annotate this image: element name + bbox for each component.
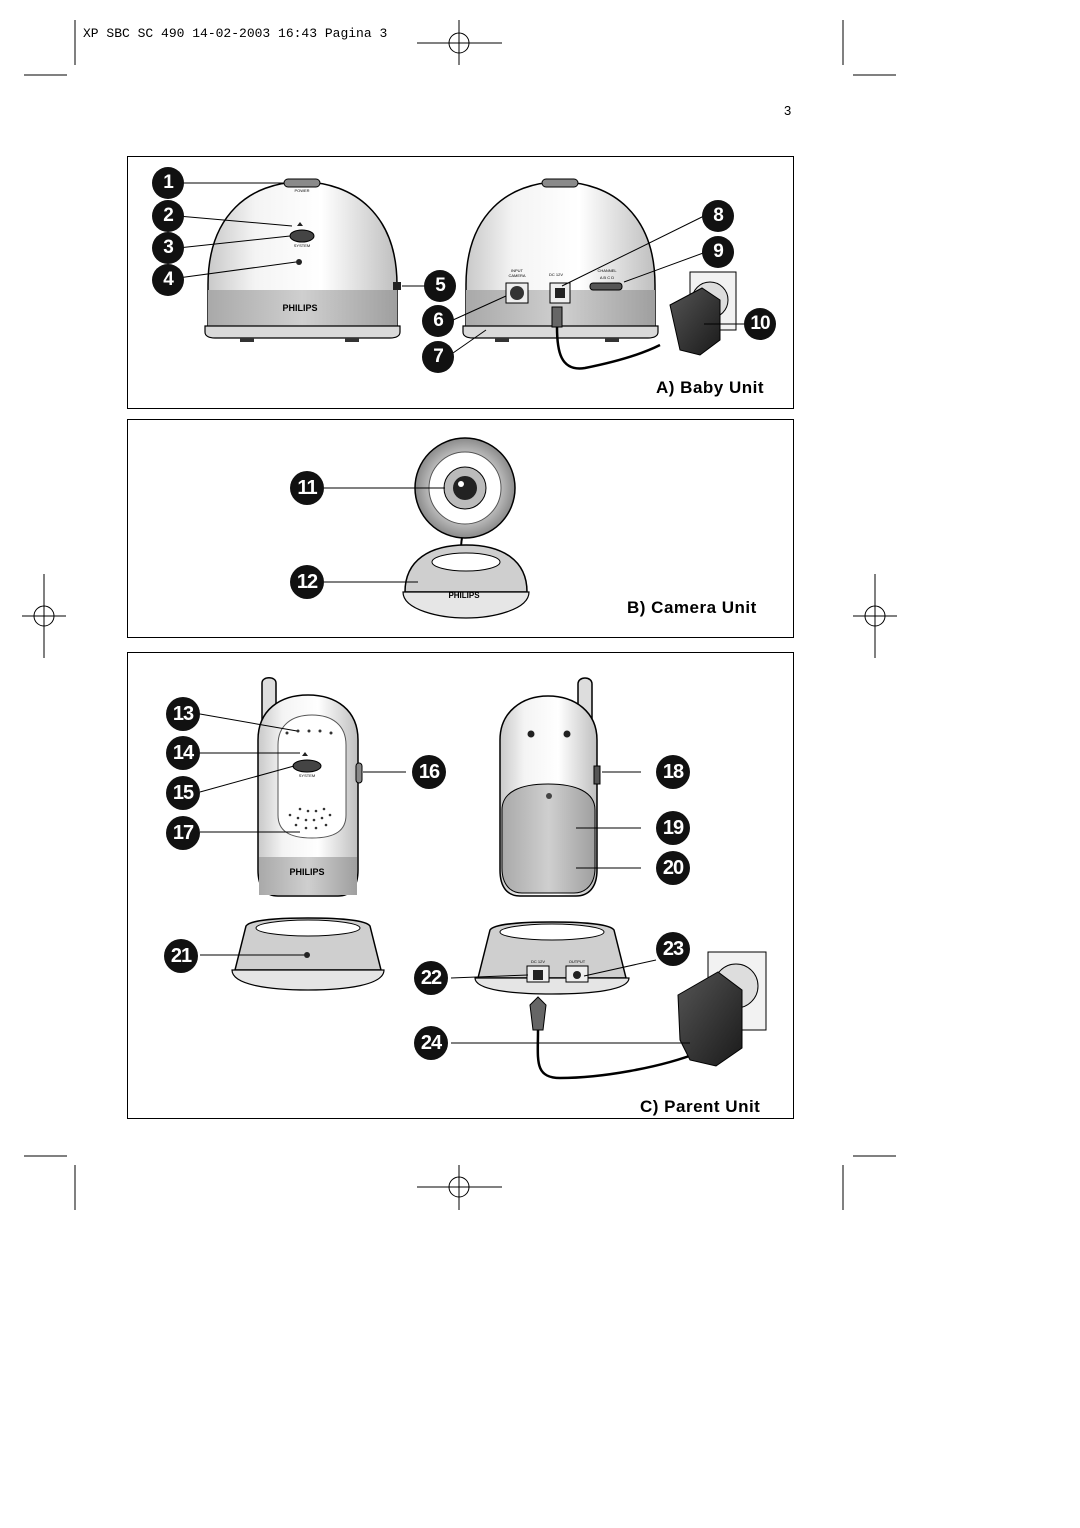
baby-unit-channel-letters: A B C D xyxy=(600,275,614,280)
callout-1: 1 xyxy=(152,167,184,199)
callout-11: 11 xyxy=(290,471,324,505)
registration-mark-left xyxy=(22,574,66,658)
baby-unit-camera-label: CAMERA xyxy=(508,273,525,278)
callout-22: 22 xyxy=(414,961,448,995)
registration-mark-top xyxy=(417,20,502,65)
charger-back xyxy=(474,921,701,1080)
registration-mark-right xyxy=(853,574,897,658)
parent-unit-front-brand: PHILIPS xyxy=(289,867,324,877)
callout-21: 21 xyxy=(164,939,198,973)
parent-unit-back xyxy=(499,677,601,897)
baby-unit-front-brand: PHILIPS xyxy=(282,303,317,313)
leaders-b xyxy=(324,487,445,583)
charger-dc-label: DC 12V xyxy=(531,959,545,964)
callout-6: 6 xyxy=(422,305,454,337)
callout-19: 19 xyxy=(656,811,690,845)
callout-18: 18 xyxy=(656,755,690,789)
baby-unit-back xyxy=(462,178,661,370)
callout-17: 17 xyxy=(166,816,200,850)
camera-unit xyxy=(402,437,530,619)
power-adapter-a xyxy=(669,271,737,356)
camera-unit-brand: PHILIPS xyxy=(448,591,480,600)
page-number: 3 xyxy=(784,103,792,118)
parent-unit-front xyxy=(257,677,363,897)
callout-3: 3 xyxy=(152,232,184,264)
callout-16: 16 xyxy=(412,755,446,789)
power-adapter-c xyxy=(677,951,767,1067)
callout-13: 13 xyxy=(166,697,200,731)
callout-4: 4 xyxy=(152,264,184,296)
callout-10: 10 xyxy=(744,308,776,340)
callout-24: 24 xyxy=(414,1026,448,1060)
callout-2: 2 xyxy=(152,200,184,232)
baby-unit-channel-label: CHANNEL xyxy=(597,268,617,273)
callout-15: 15 xyxy=(166,776,200,810)
caption-parent-unit: C) Parent Unit xyxy=(640,1097,761,1116)
leaders-a xyxy=(177,182,748,354)
baby-unit-input-label: INPUT xyxy=(511,268,524,273)
print-slug-header: XP SBC SC 490 14-02-2003 16:43 Pagina 3 xyxy=(83,26,388,41)
leaders-c xyxy=(199,713,690,1044)
callout-7: 7 xyxy=(422,341,454,373)
charger-output-label: OUTPUT xyxy=(569,959,586,964)
baby-unit-power-label: POWER xyxy=(294,188,309,193)
parent-unit-system-label: SYSTEM xyxy=(299,773,315,778)
panel-camera-unit xyxy=(127,419,794,638)
caption-camera-unit: B) Camera Unit xyxy=(627,598,757,617)
callout-23: 23 xyxy=(656,932,690,966)
callout-8: 8 xyxy=(702,200,734,232)
caption-baby-unit: A) Baby Unit xyxy=(656,378,764,397)
registration-mark-bottom xyxy=(417,1165,502,1210)
callout-20: 20 xyxy=(656,851,690,885)
charger-front xyxy=(231,917,385,991)
panel-parent-unit xyxy=(127,652,794,1119)
baby-unit-front xyxy=(204,178,401,342)
baby-unit-dc-label: DC 12V xyxy=(549,272,563,277)
callout-12: 12 xyxy=(290,565,324,599)
callout-9: 9 xyxy=(702,236,734,268)
panel-baby-unit xyxy=(127,156,794,409)
callout-14: 14 xyxy=(166,736,200,770)
callout-5: 5 xyxy=(424,270,456,302)
baby-unit-system-label: SYSTEM xyxy=(294,243,310,248)
